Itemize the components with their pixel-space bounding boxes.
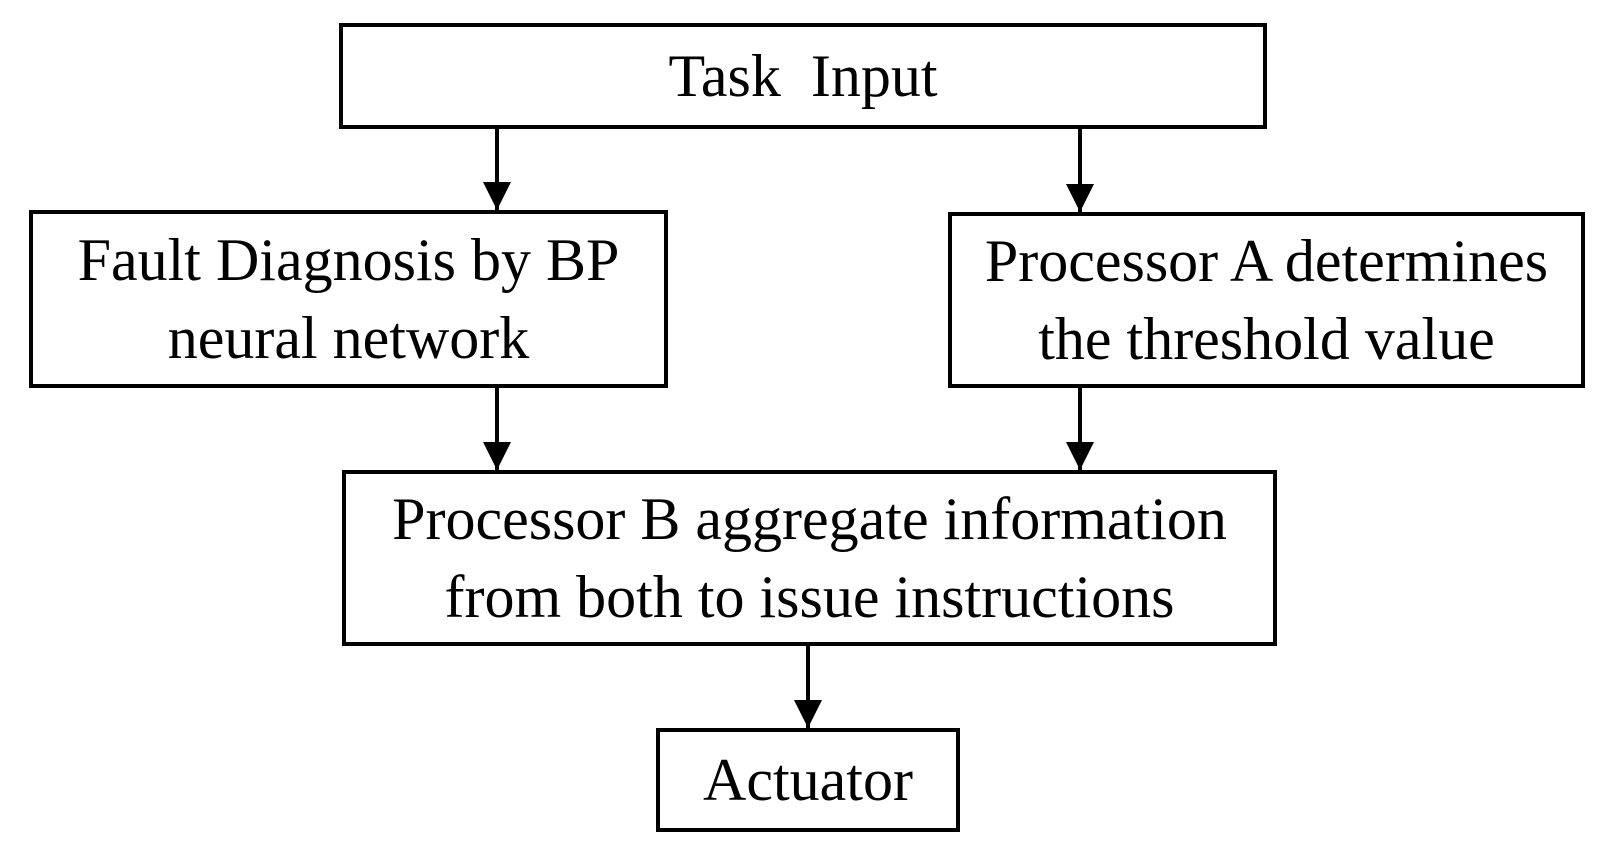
node-task-input: Task Input bbox=[339, 23, 1267, 129]
node-fault-diagnosis-label-line-1: Fault Diagnosis by BP bbox=[77, 227, 620, 293]
node-processor-a-label-line-1: Processor A determines bbox=[984, 228, 1549, 294]
node-fault-diagnosis-label-line-2: neural network bbox=[167, 305, 530, 371]
node-processor-b-label-line-1: Processor B aggregate information bbox=[392, 486, 1227, 552]
node-processor-b: Processor B aggregate information from b… bbox=[342, 470, 1277, 646]
node-fault-diagnosis: Fault Diagnosis by BP neural network bbox=[29, 210, 668, 388]
node-actuator-label: Actuator bbox=[703, 747, 913, 813]
node-processor-a: Processor A determines the threshold val… bbox=[948, 212, 1585, 388]
node-processor-a-label-line-2: the threshold value bbox=[1038, 306, 1495, 372]
node-actuator: Actuator bbox=[656, 728, 960, 832]
node-processor-b-label-line-2: from both to issue instructions bbox=[444, 564, 1175, 630]
node-task-input-label: Task Input bbox=[668, 43, 938, 109]
